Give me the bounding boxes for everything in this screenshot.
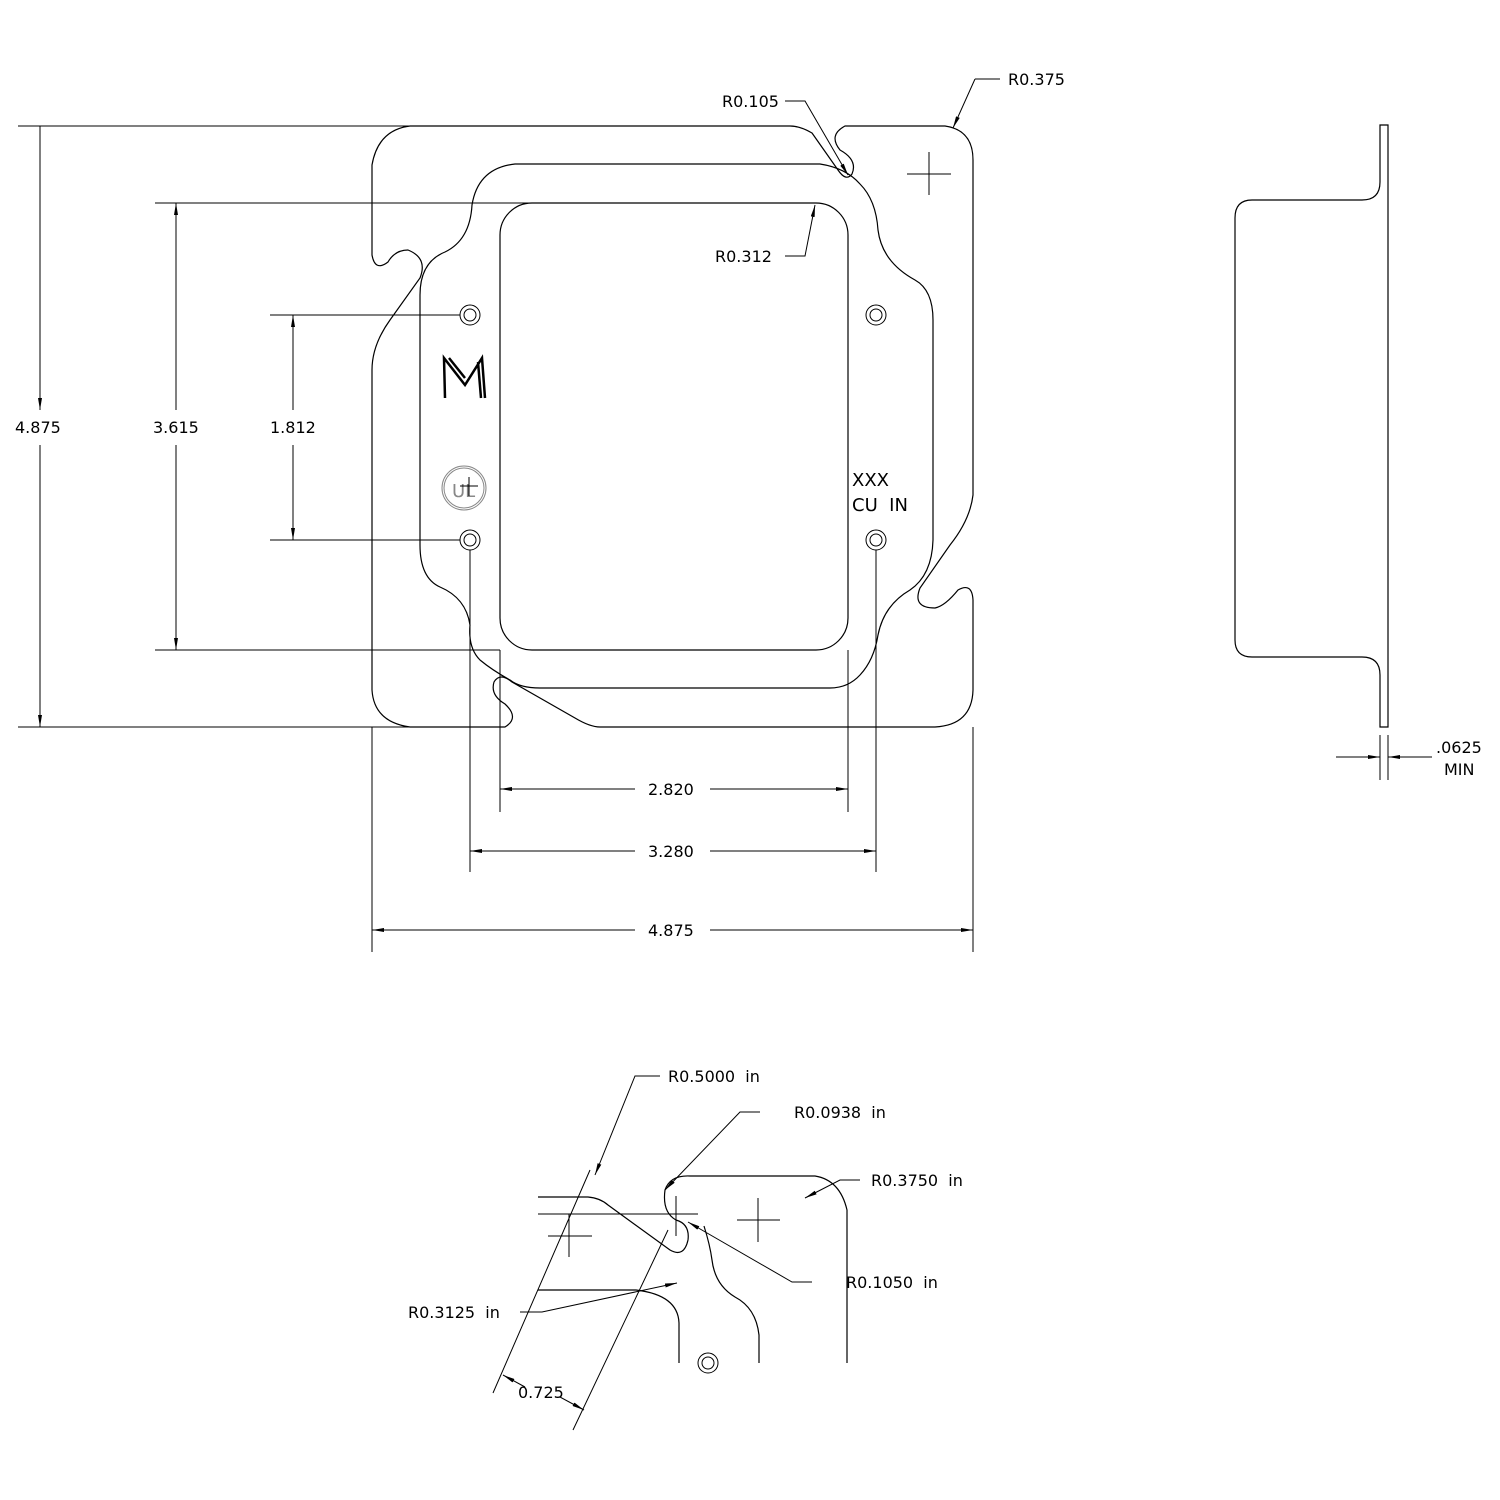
detail-r-corner: R0.3750 in <box>871 1171 963 1190</box>
side-thickness-note: MIN <box>1444 760 1475 779</box>
svg-text:UL: UL <box>452 481 475 502</box>
side-thickness: .0625 <box>1436 738 1482 757</box>
dimension-lines <box>18 78 1000 952</box>
detail-view <box>492 1075 860 1431</box>
detail-r-large: R0.5000 in <box>668 1067 760 1086</box>
marking-xxx: XXX <box>852 470 889 491</box>
detail-width: 0.725 <box>518 1383 564 1402</box>
plate-inner-ring-outline <box>419 163 934 689</box>
m-logo-icon <box>442 354 487 399</box>
dim-screw-spacing: 1.812 <box>270 418 316 437</box>
dim-opening-radius: R0.312 <box>715 247 772 266</box>
detail-r-notch: R0.1050 in <box>846 1273 938 1292</box>
dim-notch-radius: R0.105 <box>722 92 779 111</box>
dim-opening-width: 2.820 <box>648 780 694 799</box>
center-opening <box>499 202 849 651</box>
dim-corner-radius: R0.375 <box>1008 70 1065 89</box>
dim-bolt-span: 3.615 <box>153 418 199 437</box>
screw-holes <box>459 304 887 551</box>
side-view <box>1234 124 1432 780</box>
marking-cu-in: CU IN <box>852 495 908 516</box>
dim-screw-width: 3.280 <box>648 842 694 861</box>
dim-overall-height: 4.875 <box>15 418 61 437</box>
dim-overall-width: 4.875 <box>648 921 694 940</box>
detail-r-small-notch: R0.0938 in <box>794 1103 886 1122</box>
center-mark-icon <box>907 152 951 195</box>
plate-outer-outline <box>371 125 974 728</box>
detail-r-inner: R0.3125 in <box>408 1303 500 1322</box>
ul-logo-icon: UL <box>441 465 487 511</box>
